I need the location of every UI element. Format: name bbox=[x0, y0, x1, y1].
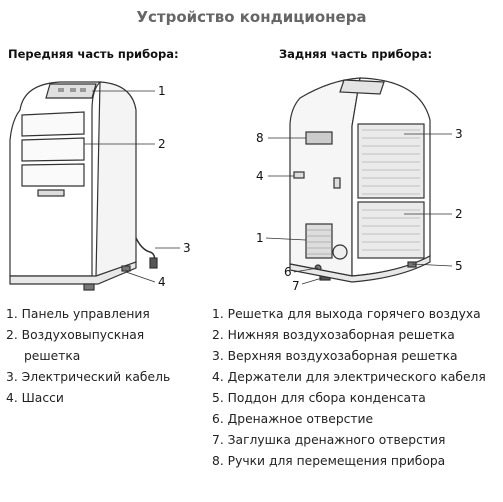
list-item: 4. Шасси bbox=[6, 391, 64, 405]
list-item: 3. Электрический кабель bbox=[6, 370, 171, 384]
outlet-grille bbox=[21, 111, 85, 187]
front-unit bbox=[9, 81, 158, 291]
rear-callout-2: 2 bbox=[455, 207, 463, 221]
page-title: Устройство кондиционера bbox=[136, 8, 367, 26]
rear-unit bbox=[289, 77, 431, 283]
rear-callout-5: 5 bbox=[455, 259, 463, 273]
rear-callout-3: 3 bbox=[455, 127, 463, 141]
list-item: решетка bbox=[24, 349, 81, 363]
rear-control-panel bbox=[339, 79, 385, 95]
carry-handle bbox=[305, 131, 333, 145]
front-callout-4: 4 bbox=[158, 275, 166, 289]
rear-callout-7: 7 bbox=[292, 279, 300, 293]
upper-intake-grille bbox=[357, 123, 425, 199]
front-callout-1: 1 bbox=[158, 84, 166, 98]
front-callout-2: 2 bbox=[158, 137, 166, 151]
list-item: 2. Нижняя воздухозаборная решетка bbox=[212, 328, 455, 342]
rear-parts-list: 1. Решетка для выхода горячего воздуха 2… bbox=[212, 304, 486, 472]
condensate-tray bbox=[289, 255, 431, 283]
hot-air-grille bbox=[305, 223, 333, 259]
list-item: 1. Решетка для выхода горячего воздуха bbox=[212, 307, 481, 321]
front-heading: Передняя часть прибора: bbox=[8, 47, 179, 61]
rear-heading: Задняя часть прибора: bbox=[279, 47, 433, 61]
list-item: 6. Дренажное отверстие bbox=[212, 412, 374, 426]
chassis bbox=[9, 261, 137, 285]
list-item: 3. Верхняя воздухозаборная решетка bbox=[212, 349, 458, 363]
rear-callout-4: 4 bbox=[256, 169, 264, 183]
list-item: 1. Панель управления bbox=[6, 307, 150, 321]
list-item: 8. Ручки для перемещения прибора bbox=[212, 454, 446, 468]
list-item: 5. Поддон для сбора конденсата bbox=[212, 391, 426, 405]
rear-callout-8: 8 bbox=[256, 131, 264, 145]
list-item: 7. Заглушка дренажного отверстия bbox=[212, 433, 446, 447]
cable-holder bbox=[293, 171, 305, 179]
rear-callout-1: 1 bbox=[256, 231, 264, 245]
front-parts-list: 1. Панель управления 2. Воздуховыпускная… bbox=[6, 304, 170, 409]
rear-callout-6: 6 bbox=[284, 265, 292, 279]
list-item: 4. Держатели для электрического кабеля bbox=[212, 370, 486, 384]
front-logo bbox=[37, 189, 65, 197]
lower-intake-grille bbox=[357, 201, 425, 259]
front-callout-3: 3 bbox=[183, 241, 191, 255]
list-item: 2. Воздуховыпускная bbox=[6, 328, 145, 342]
